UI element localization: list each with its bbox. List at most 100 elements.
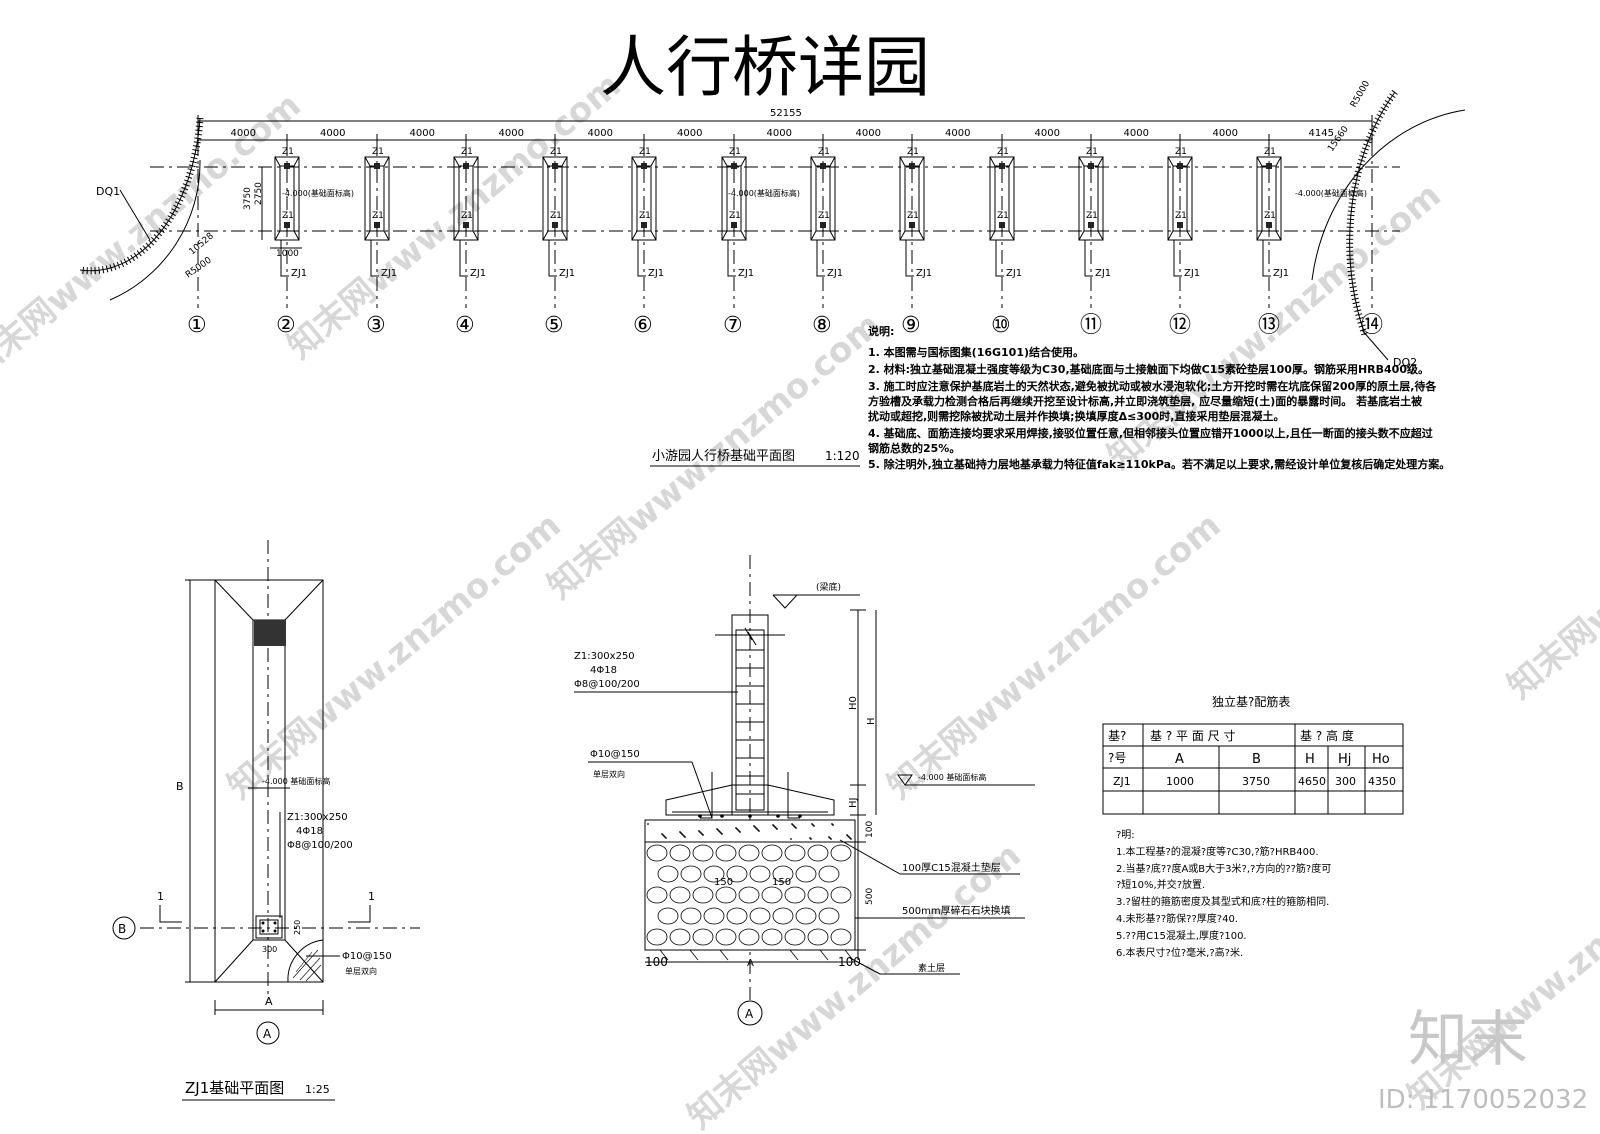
column-label: Z1 bbox=[997, 147, 1009, 157]
footing-label: ZJ1 bbox=[470, 268, 486, 279]
tnote-4: 3.?留柱的箍筋密度及其型式和底?柱的箍筋相同. bbox=[1116, 895, 1329, 908]
column-label: Z1 bbox=[1175, 147, 1187, 157]
span-dim-13: 4145 bbox=[1309, 128, 1334, 139]
sec-layer-1: 100厚C15混凝土垫层 bbox=[902, 861, 1001, 874]
span-dim-4: 4000 bbox=[499, 128, 524, 139]
th-1: 基? bbox=[1108, 729, 1126, 743]
column-label: Z1 bbox=[550, 211, 562, 221]
span-dim-11: 4000 bbox=[1124, 128, 1149, 139]
grid-label-9: ⑨ bbox=[901, 313, 921, 338]
dim-2750: 2750 bbox=[254, 182, 264, 205]
total-dimension: 52155 bbox=[770, 108, 802, 119]
grid-label-1: ① bbox=[187, 313, 207, 338]
sec-dim-150b: 150 bbox=[772, 877, 791, 888]
note-2: 2. 材料:独立基础混凝土强度等级为C30,基础底面与土接触面下均做C15素砼垫… bbox=[868, 362, 1429, 376]
column-label: Z1 bbox=[907, 211, 919, 221]
footing-label: ZJ1 bbox=[381, 268, 397, 279]
column-label: Z1 bbox=[818, 147, 830, 157]
span-dim-7: 4000 bbox=[767, 128, 792, 139]
column-label: Z1 bbox=[729, 147, 741, 157]
zj1-rebar-note: 单层双向 bbox=[345, 966, 377, 976]
footing-label: ZJ1 bbox=[559, 268, 575, 279]
sec-col-info-3: Φ8@100/200 bbox=[574, 679, 640, 690]
note-4b: 钢筋总数的25%。 bbox=[868, 441, 960, 455]
note-3c: 扰动或超挖,则需挖除被扰动土层并作换填;换填厚度Δ≤300时,直接采用垫层混凝土… bbox=[868, 409, 1284, 423]
sec-rebar-note: 单层双向 bbox=[593, 769, 625, 779]
cut-mark-right: 1 bbox=[368, 890, 375, 903]
th2-3: B bbox=[1252, 752, 1261, 767]
column-label: Z1 bbox=[282, 147, 294, 157]
tnote-3: ?短10%,并交?放置. bbox=[1116, 878, 1205, 891]
column-label: Z1 bbox=[282, 211, 294, 221]
dim-a: A bbox=[265, 995, 273, 1008]
sec-dim-b100a: 100 bbox=[645, 955, 668, 969]
cut-mark-left: 1 bbox=[157, 890, 164, 903]
grid-label-8: ⑧ bbox=[812, 313, 832, 338]
span-dim-12: 4000 bbox=[1213, 128, 1238, 139]
column-stirrups bbox=[736, 649, 764, 795]
sec-layer-3: 素土层 bbox=[918, 962, 945, 974]
plan-scale: 1:120 bbox=[825, 449, 860, 463]
footing-label: ZJ1 bbox=[827, 268, 843, 279]
sec-dim-100: 100 bbox=[865, 821, 875, 838]
plan-caption: 小游园人行桥基础平面图 bbox=[652, 449, 795, 464]
dq1-dim: 10528 bbox=[188, 231, 217, 257]
td-6: 4350 bbox=[1368, 775, 1396, 788]
column-label: Z1 bbox=[907, 147, 919, 157]
dq2-radius: R5000 bbox=[1349, 79, 1372, 109]
footing-label: ZJ1 bbox=[1006, 268, 1022, 279]
grid-label-7: ⑦ bbox=[723, 313, 743, 338]
span-dim-6: 4000 bbox=[677, 128, 702, 139]
column-label: Z1 bbox=[1086, 147, 1098, 157]
brand-logo: 知末 bbox=[1408, 1005, 1528, 1075]
footing-label: ZJ1 bbox=[916, 268, 932, 279]
zj1-rebar: Φ10@150 bbox=[342, 951, 392, 962]
dim-3750: 3750 bbox=[243, 187, 253, 210]
sec-dim-hj: HJ bbox=[848, 798, 859, 808]
column-label: Z1 bbox=[461, 147, 473, 157]
tnote-5: 4.未形基??筋保??厚度?40. bbox=[1116, 912, 1238, 925]
th2-4: H bbox=[1305, 752, 1315, 767]
sec-layer-2: 500mm厚碎石石块换填 bbox=[902, 904, 1011, 917]
span-dim-8: 4000 bbox=[856, 128, 881, 139]
reinforcement-table: 独立基?配筋表 基? 基 ? 平 面 尺 寸 基 ? 高 度 ?号 A B H … bbox=[1102, 694, 1404, 815]
dim-1000: 1000 bbox=[276, 249, 299, 259]
td-3: 3750 bbox=[1242, 775, 1270, 788]
td-1: ZJ1 bbox=[1113, 775, 1131, 788]
grid-label-3: ③ bbox=[366, 313, 386, 338]
td-4: 4650 bbox=[1298, 775, 1326, 788]
sec-dim-h0: H0 bbox=[848, 696, 859, 710]
note-5: 5. 除注明外,独立基础持力层地基承载力特征值fak≥110kPa。若不满足以上… bbox=[868, 457, 1450, 471]
elev-label-3: -4.000(基础面标高) bbox=[1295, 188, 1367, 198]
watermark-layer: 知末网www.znzmo.com知末网www.znzmo.com知末网www.z… bbox=[0, 65, 1600, 1134]
span-dim-2: 4000 bbox=[320, 128, 345, 139]
note-3a: 3. 施工时应注意保护基底岩土的天然状态,避免被扰动或被水浸泡软化;土方开挖时需… bbox=[868, 379, 1437, 393]
zj1-scale: 1:25 bbox=[305, 1083, 330, 1096]
span-dim-5: 4000 bbox=[588, 128, 613, 139]
column-label: Z1 bbox=[1264, 211, 1276, 221]
tnote-7: 6.本表尺寸?位?毫米,?高?米. bbox=[1116, 946, 1243, 959]
column-label: Z1 bbox=[729, 211, 741, 221]
tnote-6: 5.??用C15混凝土,厚度?100. bbox=[1116, 929, 1247, 942]
th2-6: Ho bbox=[1372, 752, 1390, 767]
note-4a: 4. 基础底、面筋连接均要求采用焊接,接驳位置任意,但相邻接头位置应错开1000… bbox=[868, 426, 1433, 440]
sec-col-info-1: Z1:300x250 bbox=[574, 651, 635, 662]
cushion-hatch bbox=[647, 823, 852, 840]
table-notes: ?明: 1.本工程基?的混凝?度等?C30,?筋?HRB400. 2.当基?底?… bbox=[1116, 829, 1331, 959]
th2-1: ?号 bbox=[1108, 751, 1126, 765]
zj1-grid-b: B bbox=[118, 922, 126, 936]
note-3b: 方验槽及承载力检测合格后再继续开挖至设计标高,并立即浇筑垫层, 应尽量缩短(土)… bbox=[868, 394, 1423, 408]
zj1-col-info-1: Z1:300x250 bbox=[287, 812, 348, 823]
th-2: 基 ? 平 面 尺 寸 bbox=[1150, 729, 1235, 743]
sec-dim-h: H bbox=[866, 717, 877, 725]
column-label: Z1 bbox=[997, 211, 1009, 221]
sec-dim-500: 500 bbox=[865, 888, 875, 905]
sec-elev: -4.000 基础面标高 bbox=[918, 772, 986, 782]
